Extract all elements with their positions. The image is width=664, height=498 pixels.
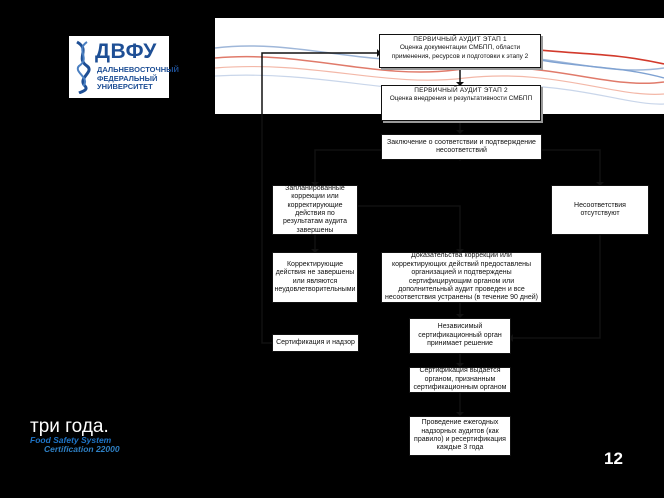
surveillance-audits-box: Проведение ежегодных надзорных аудитов (… [409, 416, 511, 456]
stage2-title: ПЕРВИЧНЫЙ АУДИТ ЭТАП 2 [414, 87, 508, 94]
corrective-actions-box: Корректирующие действия не завершены или… [272, 252, 358, 303]
dna-helix-icon [76, 40, 91, 94]
ticker-text: три года. [30, 416, 109, 437]
fssc-logo: Food Safety System Certification 22000 [30, 436, 120, 454]
conclusion-box: Заключение о соответствии и подтверждени… [381, 134, 542, 160]
recertification-box: Сертификация и надзор [272, 334, 359, 352]
logo-full-name: ДАЛЬНЕВОСТОЧНЫЙ ФЕДЕРАЛЬНЫЙ УНИВЕРСИТЕТ [97, 65, 179, 92]
logo-abbreviation: ДВФУ [95, 40, 157, 63]
stage1-title: ПЕРВИЧНЫЙ АУДИТ ЭТАП 1 [413, 36, 507, 43]
stage2-text: Оценка внедрения и результативности СМБП… [389, 95, 533, 103]
logo-name-line: ДАЛЬНЕВОСТОЧНЫЙ [97, 65, 179, 74]
independent-decision-box: Независимый сертификационный орган прини… [409, 318, 511, 354]
planned-corrections-box: Запланированные коррекции или корректиру… [272, 185, 358, 235]
page-number: 12 [604, 449, 623, 468]
stage1-box: ПЕРВИЧНЫЙ АУДИТ ЭТАП 1 Оценка документац… [379, 34, 541, 68]
stage1-text: Оценка документации СМБПП, области приме… [391, 44, 529, 60]
no-nonconformities-box: Несоответствия отсутствуют [551, 185, 649, 235]
evidence-box: Доказательства коррекции или корректирую… [381, 252, 542, 303]
fssc-line-2: Certification 22000 [44, 444, 120, 454]
fssc-line-1: Food Safety System [30, 435, 112, 445]
stage2-box: ПЕРВИЧНЫЙ АУДИТ ЭТАП 2 Оценка внедрения … [381, 85, 541, 121]
university-logo: ДВФУ ДАЛЬНЕВОСТОЧНЫЙ ФЕДЕРАЛЬНЫЙ УНИВЕРС… [69, 36, 179, 98]
logo-name-line: УНИВЕРСИТЕТ [97, 82, 153, 91]
certification-issued-box: Сертификация выдается органом, признанны… [409, 367, 511, 393]
logo-name-line: ФЕДЕРАЛЬНЫЙ [97, 73, 158, 83]
